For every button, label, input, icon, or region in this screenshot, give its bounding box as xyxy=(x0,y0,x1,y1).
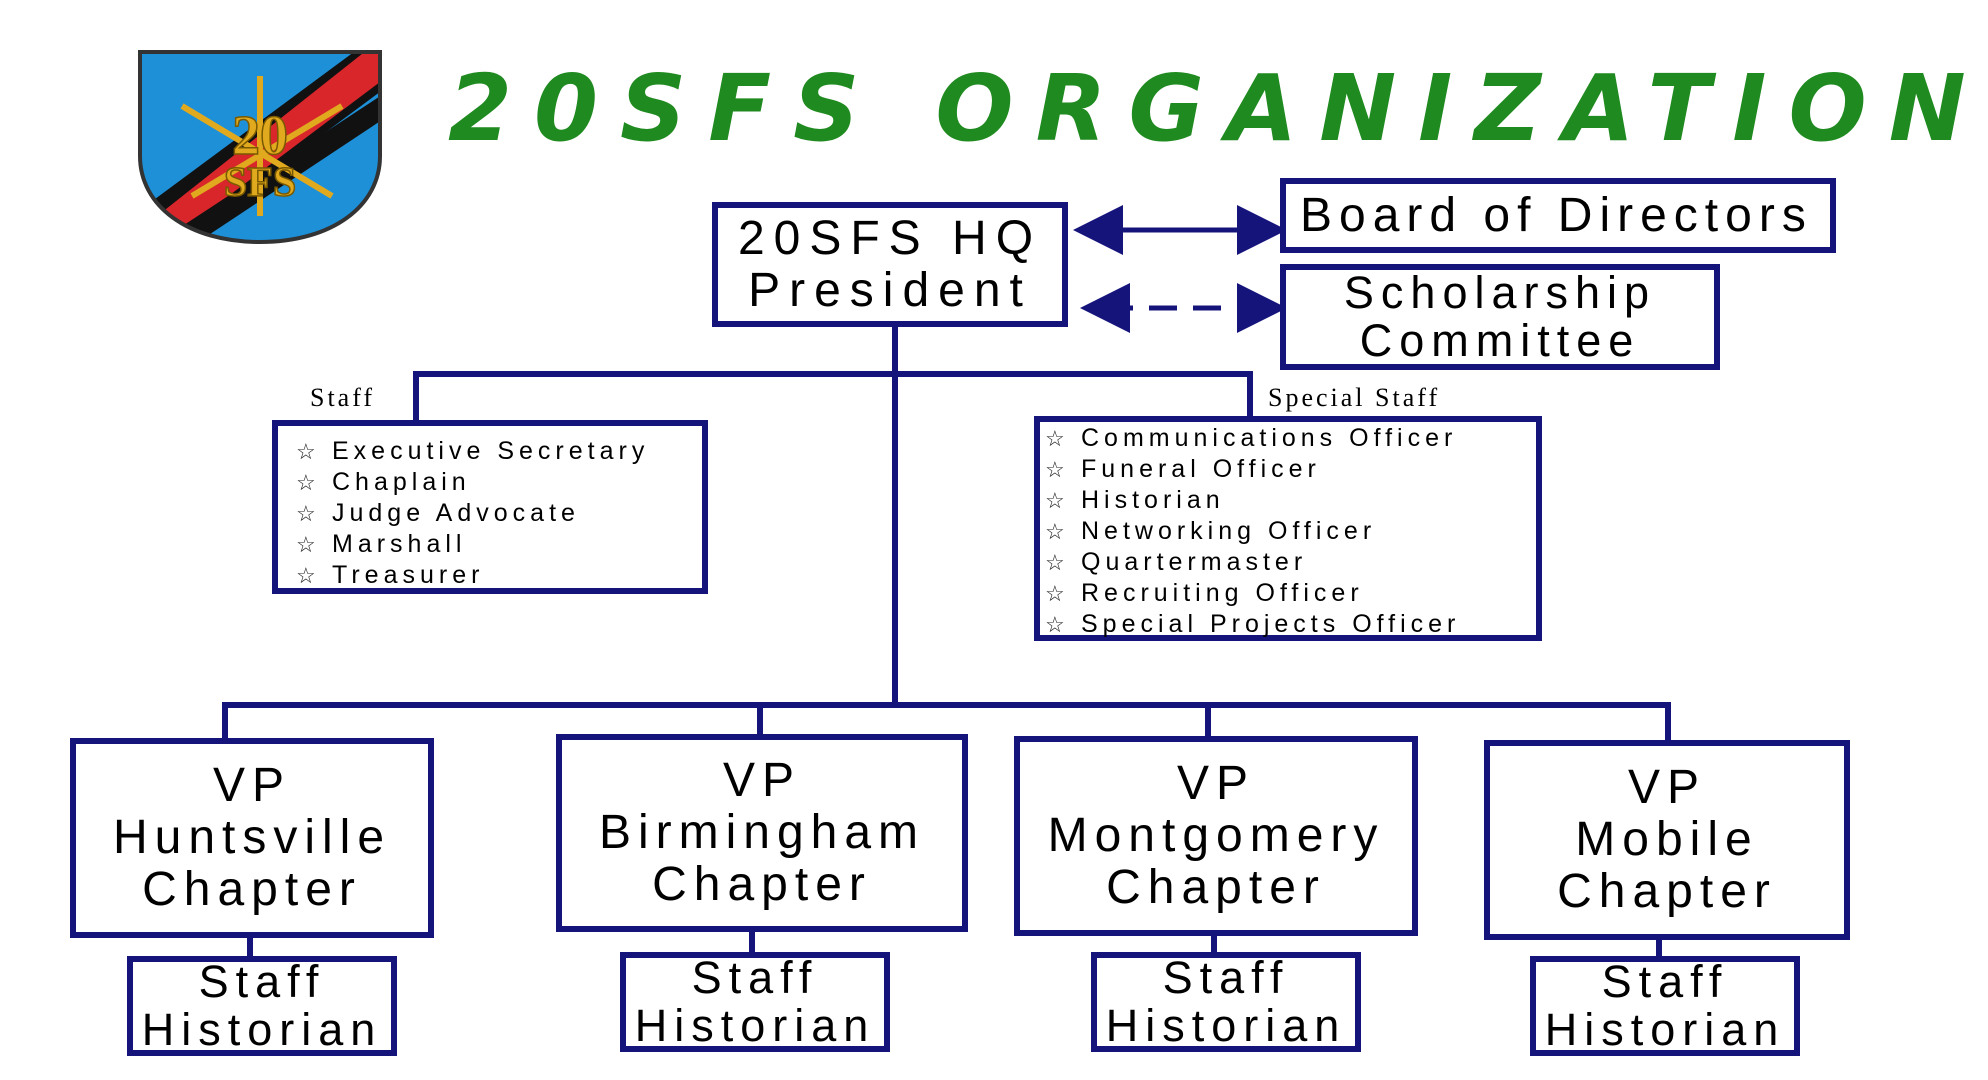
star-icon: ☆ xyxy=(296,532,321,557)
star-icon: ☆ xyxy=(1045,457,1070,482)
scholarship-line1: Scholarship xyxy=(1343,267,1657,318)
star-icon: ☆ xyxy=(296,501,321,526)
star-icon: ☆ xyxy=(1045,488,1070,513)
vp-label: VP xyxy=(1176,757,1256,810)
star-icon: ☆ xyxy=(1045,612,1070,637)
list-item-label: Funeral Officer xyxy=(1081,455,1321,483)
special-staff-box: ☆Communications Officer☆Funeral Officer☆… xyxy=(1034,416,1542,641)
birmingham-staff-box: Staff Historian xyxy=(620,952,890,1052)
star-icon: ☆ xyxy=(1045,519,1070,544)
star-icon: ☆ xyxy=(296,470,321,495)
list-item: ☆ Treasurer xyxy=(296,560,702,591)
star-icon: ☆ xyxy=(1045,550,1070,575)
list-item-label: Networking Officer xyxy=(1081,517,1377,545)
vp-label: VP xyxy=(722,754,802,807)
chapter-label: Chapter xyxy=(142,863,362,916)
montgomery-staff-box: Staff Historian xyxy=(1091,952,1361,1052)
vp-birmingham-box: VP Birmingham Chapter xyxy=(556,734,968,932)
staff-caption: Staff xyxy=(310,383,376,412)
list-item: ☆ Recruiting Officer xyxy=(1045,578,1536,609)
hq-line2: President xyxy=(748,263,1032,317)
vp-mobile-box: VP Mobile Chapter xyxy=(1484,740,1850,940)
hq-line1: 20SFS HQ xyxy=(737,211,1043,265)
list-item: ☆ Chaplain xyxy=(296,467,702,498)
star-icon: ☆ xyxy=(296,439,321,464)
scholarship-box: Scholarship Committee xyxy=(1280,264,1720,370)
list-item-label: Marshall xyxy=(332,530,467,558)
connector-lines xyxy=(222,205,1671,958)
hq-box: 20SFS HQ President xyxy=(712,202,1068,327)
board-label: Board of Directors xyxy=(1300,189,1813,242)
list-item: ☆ Marshall xyxy=(296,529,702,560)
star-icon: ☆ xyxy=(1045,426,1070,451)
staff-label: Staff xyxy=(691,952,819,1003)
historian-label: Historian xyxy=(634,1000,876,1051)
mobile-staff-box: Staff Historian xyxy=(1530,956,1800,1056)
list-item: ☆ Networking Officer xyxy=(1045,516,1536,547)
historian-label: Historian xyxy=(1544,1004,1786,1055)
list-item: ☆ Funeral Officer xyxy=(1045,454,1536,485)
list-item: ☆ Judge Advocate xyxy=(296,498,702,529)
star-icon: ☆ xyxy=(1045,581,1070,606)
list-item: ☆ Quartermaster xyxy=(1045,547,1536,578)
list-item-label: Recruiting Officer xyxy=(1081,579,1364,607)
list-item-label: Communications Officer xyxy=(1081,424,1458,452)
logo-text-top: 20 xyxy=(232,105,288,167)
list-item-label: Executive Secretary xyxy=(332,437,650,465)
list-item-label: Judge Advocate xyxy=(332,499,580,527)
list-item-label: Special Projects Officer xyxy=(1081,610,1461,638)
scholarship-line2: Committee xyxy=(1359,315,1641,366)
list-item-label: Historian xyxy=(1081,486,1225,514)
chapter-label: Chapter xyxy=(1557,865,1777,918)
vp-huntsville-box: VP Huntsville Chapter xyxy=(70,738,434,938)
list-item: ☆ Executive Secretary xyxy=(296,436,702,467)
special-staff-caption: Special Staff xyxy=(1268,383,1441,412)
huntsville-staff-box: Staff Historian xyxy=(127,956,397,1056)
staff-label: Staff xyxy=(1601,956,1729,1007)
historian-label: Historian xyxy=(141,1004,383,1055)
list-item-label: Treasurer xyxy=(332,561,485,589)
staff-list: ☆ Executive Secretary ☆ Chaplain ☆ Judge Advo… xyxy=(296,436,702,591)
shield-icon: 20 SFS xyxy=(138,50,382,245)
list-item-label: Quartermaster xyxy=(1081,548,1308,576)
staff-box: ☆ Executive Secretary ☆ Chaplain ☆ Judge Advo… xyxy=(272,420,708,594)
list-item: ☆ Historian xyxy=(1045,485,1536,516)
vp-montgomery-box: VP Montgomery Chapter xyxy=(1014,736,1418,936)
chapter-name: Montgomery xyxy=(1047,809,1385,862)
list-item: ☆ Special Projects Officer xyxy=(1045,609,1536,640)
chapter-name: Mobile xyxy=(1575,813,1759,866)
special-staff-list: ☆Communications Officer☆Funeral Officer☆… xyxy=(1045,423,1536,640)
unit-logo: 20 SFS xyxy=(132,46,388,246)
logo-text-bottom: SFS xyxy=(224,160,296,206)
vp-label: VP xyxy=(212,759,292,812)
vp-label: VP xyxy=(1627,761,1707,814)
chapter-name: Birmingham xyxy=(598,806,926,859)
historian-label: Historian xyxy=(1105,1000,1347,1051)
staff-label: Staff xyxy=(1162,952,1290,1003)
staff-label: Staff xyxy=(198,956,326,1007)
star-icon: ☆ xyxy=(296,563,321,588)
chapter-name: Huntsville xyxy=(112,811,392,864)
board-box: Board of Directors xyxy=(1280,178,1836,253)
list-item: ☆ Communications Officer xyxy=(1045,423,1536,454)
list-item-label: Chaplain xyxy=(332,468,471,496)
chapter-label: Chapter xyxy=(1106,861,1326,914)
chapter-label: Chapter xyxy=(652,858,872,911)
